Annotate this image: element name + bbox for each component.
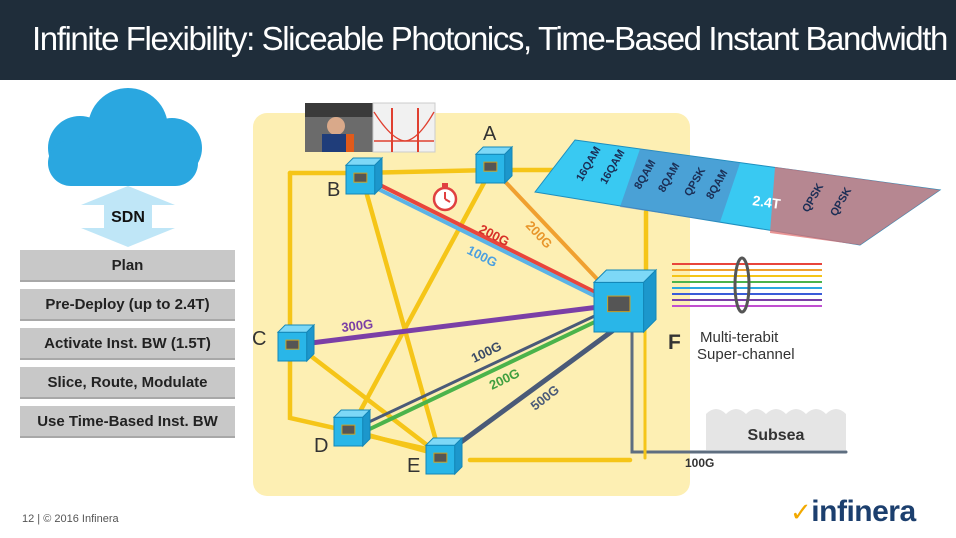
superchannel-ring-icon <box>733 256 751 314</box>
header-bar: Infinite Flexibility: Sliceable Photonic… <box>0 0 956 80</box>
node-a-icon[interactable] <box>474 145 514 185</box>
sdn-double-arrow <box>81 186 175 247</box>
sdn-label: SDN <box>111 209 145 226</box>
node-e-icon[interactable] <box>424 436 464 476</box>
cloud-icon <box>48 88 202 186</box>
copyright: © 2016 Infinera <box>43 513 119 525</box>
node-d-icon[interactable] <box>332 408 372 448</box>
step-activate-button[interactable]: Activate Inst. BW (1.5T) <box>20 328 235 360</box>
bridge-photo <box>372 102 436 153</box>
subsea-icon <box>706 409 846 450</box>
node-c-icon[interactable] <box>276 323 316 363</box>
fiber-network <box>287 165 649 463</box>
step-slice-button[interactable]: Slice, Route, Modulate <box>20 367 235 399</box>
logo-text: infinera <box>811 495 916 528</box>
athlete-photo <box>305 103 373 152</box>
node-b-icon[interactable] <box>344 156 384 196</box>
footer: 12 | © 2016 Infinera <box>22 513 119 525</box>
stopwatch-icon <box>432 183 458 212</box>
subsea-label: Subsea <box>748 427 805 444</box>
node-label-e: E <box>407 455 420 477</box>
subsea-route <box>630 318 848 460</box>
network-panel <box>253 113 690 496</box>
node-f-icon[interactable] <box>592 268 658 334</box>
infinera-logo: ✓infinera <box>790 495 916 529</box>
spectrum-label: 2.4T <box>752 192 782 212</box>
superchannel-line2: Super-channel <box>697 346 795 363</box>
node-label-b: B <box>327 179 340 201</box>
logo-swoosh-icon: ✓ <box>790 497 812 527</box>
step-time-based-button[interactable]: Use Time-Based Inst. BW <box>20 406 235 438</box>
step-pre-deploy-button[interactable]: Pre-Deploy (up to 2.4T) <box>20 289 235 321</box>
wavelength-links <box>292 170 633 459</box>
spectrum-strip <box>534 139 942 246</box>
node-label-a: A <box>483 123 497 145</box>
link-label-c-f-300: 300G <box>341 316 374 335</box>
page-title: Infinite Flexibility: Sliceable Photonic… <box>32 20 948 57</box>
page-number: 12 <box>22 513 35 525</box>
node-label-c: C <box>252 328 266 350</box>
node-label-d: D <box>314 435 328 457</box>
node-label-f: F <box>668 331 681 354</box>
link-label-subsea-100: 100G <box>685 456 714 470</box>
node-group <box>276 145 658 476</box>
step-plan-button[interactable]: Plan <box>20 250 235 282</box>
superchannel-line1: Multi-terabit <box>700 329 779 346</box>
